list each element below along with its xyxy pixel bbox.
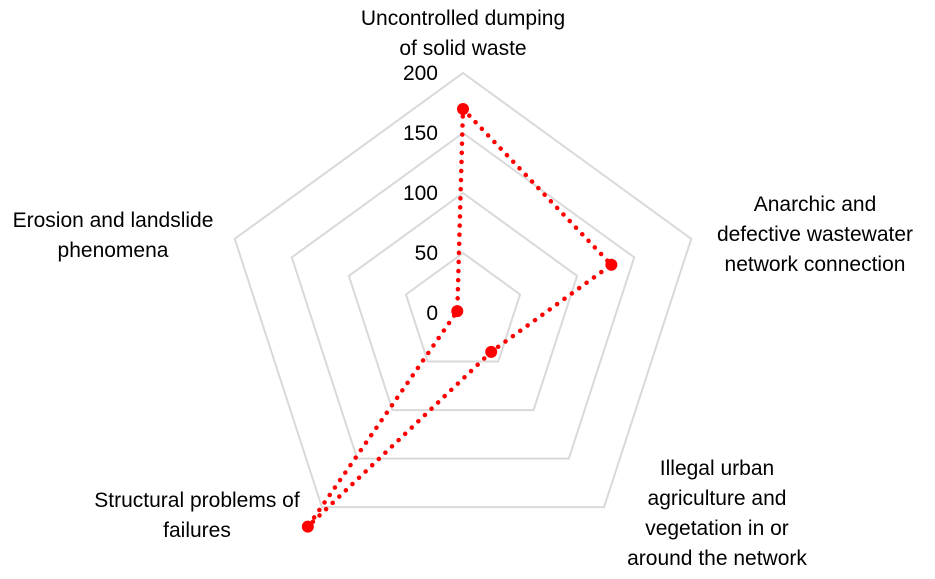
tick-label-200: 200 bbox=[403, 62, 438, 85]
grid-ring-50 bbox=[404, 251, 522, 363]
category-label-0-line-1: of solid waste bbox=[399, 37, 526, 60]
grid-ring-100 bbox=[347, 191, 579, 412]
tick-label-100: 100 bbox=[403, 182, 438, 205]
category-label-2-line-0: Illegal urban bbox=[660, 457, 774, 480]
series-point-0 bbox=[457, 103, 469, 115]
category-label-2-line-2: vegetation in or bbox=[645, 517, 789, 540]
tick-label-150: 150 bbox=[403, 122, 438, 145]
series-point-4 bbox=[451, 305, 464, 318]
category-label-4-line-0: Erosion and landslide bbox=[13, 209, 214, 232]
series-line-0 bbox=[305, 103, 615, 529]
category-label-2-line-1: agriculture and bbox=[648, 487, 787, 510]
series-point-2 bbox=[485, 345, 498, 358]
category-label-3-line-0: Structural problems of bbox=[94, 489, 300, 512]
series-point-3 bbox=[301, 520, 314, 533]
category-label-2: Illegal urban agriculture and vegetation i… bbox=[627, 457, 807, 570]
grid-ring-200 bbox=[233, 71, 693, 509]
category-label-4: Erosion and landslide phenomena bbox=[13, 209, 214, 262]
series-layer bbox=[301, 103, 618, 533]
category-label-1: Anarchic and defective wastewater network … bbox=[717, 193, 913, 276]
category-label-0: Uncontrolled dumping of solid waste bbox=[361, 7, 565, 60]
category-label-3-line-1: failures bbox=[163, 519, 231, 542]
category-label-0-line-0: Uncontrolled dumping bbox=[361, 7, 565, 30]
tick-label-50: 50 bbox=[415, 242, 438, 265]
series-point-1 bbox=[605, 258, 618, 271]
category-label-2-line-3: around the network bbox=[627, 547, 807, 570]
category-label-4-line-1: phenomena bbox=[58, 239, 169, 262]
grid-layer bbox=[233, 71, 693, 509]
category-label-layer: Uncontrolled dumping of solid wasteAnarch… bbox=[13, 7, 913, 570]
tick-layer: 0 50 100 150 200 bbox=[403, 62, 438, 325]
category-label-1-line-0: Anarchic and bbox=[754, 193, 877, 216]
category-label-3: Structural problems of failures bbox=[94, 489, 300, 542]
category-label-1-line-1: defective wastewater bbox=[717, 223, 913, 246]
grid-ring-150 bbox=[290, 131, 636, 460]
category-label-1-line-2: network connection bbox=[725, 253, 906, 276]
tick-label-0: 0 bbox=[426, 302, 438, 325]
